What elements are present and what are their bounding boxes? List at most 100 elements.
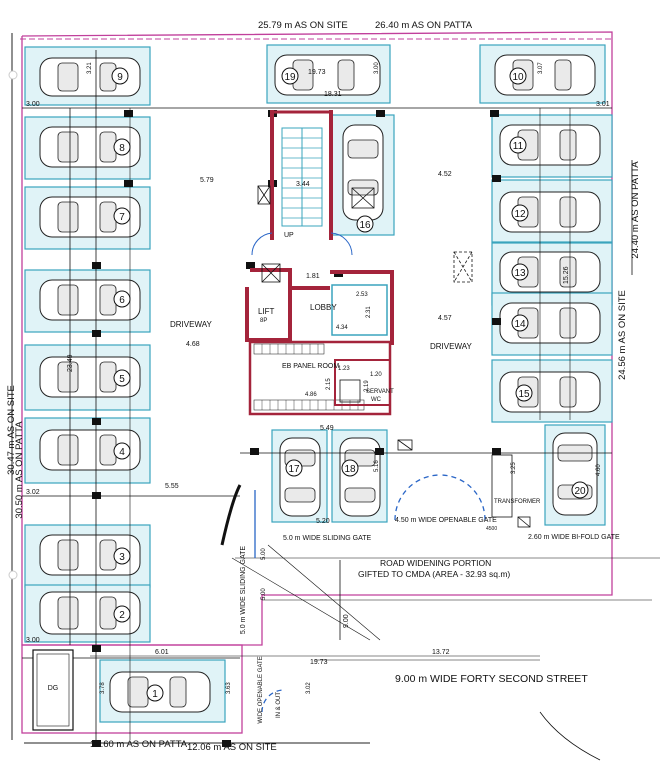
sliding-gate-label: 5.0 m WIDE SLIDING GATE [283,535,371,542]
openable-gate-vertical-label: WIDE OPENABLE GATE [258,656,264,723]
parking-number-6: 6 [119,295,125,306]
dim-5-49: 5.49 [320,425,334,432]
dim-5-20: 5.20 [316,518,330,525]
transformer-box [491,454,513,518]
front-setback-boundary [21,644,243,734]
staircase [251,127,353,256]
dim-5-00-a: 5.00 [261,548,267,560]
car-3 [39,534,141,576]
dim-5-55: 5.55 [165,483,179,490]
parking-number-13: 13 [514,268,526,279]
dim-5-79: 5.79 [200,177,214,184]
dim-2-19: 2.19 [364,380,370,392]
dim-3-44: 3.44 [296,181,310,188]
dim-3-00-top: 3.00 [26,101,40,108]
grid-lines [22,50,660,740]
bottom-site-label: 12.06 m AS ON SITE [187,742,277,753]
parking-number-10: 10 [512,72,524,83]
car-6 [39,279,141,321]
dim-2-53: 2.53 [356,292,368,298]
car-19 [274,54,381,96]
servant-room-walls [334,359,391,406]
dim-3-00-bottom: 3.00 [26,637,40,644]
in-out-label: IN & OUT [276,692,282,718]
car-11 [499,124,601,166]
dim-4-68: 4.68 [186,341,200,348]
dim-15-26: 15.26 [563,266,570,284]
dim-23-49: 23.49 [67,354,74,372]
left-patta-label: 30.50 m AS ON PATTA [14,421,25,519]
dim-4-60: 4.60 [596,464,602,476]
car-17 [279,437,321,517]
dim-3-25: 3.25 [511,462,517,474]
dim-19-73-top: 19.73 [308,69,326,76]
car-7 [39,196,141,238]
dim-9-00: 9.00 [343,614,350,628]
dim-5-16: 5.16 [374,460,380,472]
road-widening-label: ROAD WIDENING PORTION [380,558,491,568]
dim-1-23: 1.23 [338,366,350,372]
parking-number-8: 8 [119,143,125,154]
parking-number-19: 19 [284,72,296,83]
dim-4-57: 4.57 [438,315,452,322]
dim-3-02-left: 3.02 [26,489,40,496]
parking-number-12: 12 [514,209,526,220]
dim-6-01: 6.01 [155,649,169,656]
dim-1-81: 1.81 [306,273,320,280]
dim-3-02-bottom: 3.02 [306,682,312,694]
dim-3-78: 3.78 [100,682,106,694]
parking-number-1: 1 [152,689,158,700]
gifted-label: GIFTED TO CMDA (AREA - 32.93 sq.m) [358,569,510,579]
parking-numbers: 9 8 7 6 5 4 3 2 1 19 10 11 12 13 14 15 1… [111,67,589,702]
dimension-labels: 19.73 18.31 3.00 3.01 3.21 3.00 3.07 5.7… [26,62,610,694]
parking-number-16: 16 [359,220,371,231]
parking-number-3: 3 [119,552,125,563]
parking-number-9: 9 [117,72,123,83]
parking-number-7: 7 [119,212,125,223]
road-curve [539,711,601,761]
dim-2-31: 2.31 [366,306,372,318]
gate-width-4500: 4500 [486,526,497,532]
lift-capacity-label: 8P [260,318,267,324]
left-site-label: 30.47 m AS ON SITE [6,385,17,475]
parking-number-11: 11 [513,141,524,152]
dim-3-07: 3.07 [538,62,544,74]
dim-3-63: 3.63 [226,682,232,694]
stair-up-label: UP [284,232,294,239]
bottom-patta-label: 12.60 m AS ON PATTA [90,739,188,750]
driveway-right-label: DRIVEWAY [430,342,472,351]
car-4 [39,429,141,471]
bifold-gate-label: 2.60 m WIDE BI-FOLD GATE [528,534,620,541]
car-15 [499,371,601,413]
lift-label: LIFT [258,307,275,316]
dim-3-21: 3.21 [87,62,93,74]
dg-box [32,649,74,731]
dim-4-52: 4.52 [438,171,452,178]
top-site-label: 25.79 m AS ON SITE [258,20,348,31]
dg-label: DG [48,685,59,692]
servant-label: SERVANT [366,389,394,395]
openable-gate-label: 4.50 m WIDE OPENABLE GATE [395,517,497,524]
parking-number-18: 18 [344,464,356,475]
edge-marker-top [8,70,18,80]
dim-4-86: 4.86 [305,392,317,398]
gate-swings [220,474,486,713]
eb-meter-strips [253,343,365,411]
parking-number-2: 2 [119,610,125,621]
sliding-gate-vertical-label: 5.0 m WIDE SLIDING GATE [240,546,247,634]
car-9 [39,57,141,97]
parking-number-20: 20 [574,486,586,497]
dim-3-01: 3.01 [596,101,610,108]
right-site-label: 24.56 m AS ON SITE [617,290,628,380]
parking-number-14: 14 [514,319,526,330]
dim-3-00-v: 3.00 [374,62,380,74]
dim-19-73-bottom: 19.73 [310,659,328,666]
car-16 [342,124,384,221]
parking-number-4: 4 [119,447,125,458]
duct-markers [257,185,531,528]
right-patta-label: 24.40 m AS ON PATTA [630,161,641,259]
top-patta-label: 26.40 m AS ON PATTA [375,20,473,31]
dim-1-20: 1.20 [370,372,382,378]
servant-wc-label: WC [371,397,382,403]
driveway-left-label: DRIVEWAY [170,320,212,329]
